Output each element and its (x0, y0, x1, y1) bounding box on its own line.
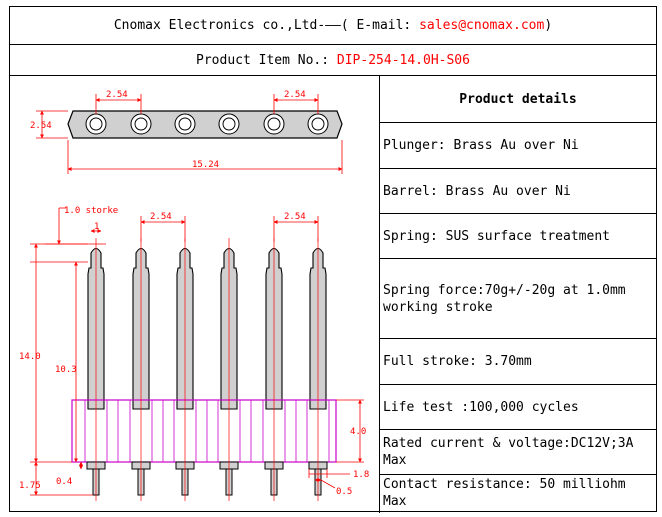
stroke-label: 1.0 storke (64, 206, 118, 216)
top-pitch-left: 2.54 (106, 90, 128, 100)
tail-diameter: 0.5 (336, 487, 352, 497)
total-height: 14.0 (19, 352, 41, 362)
spec-spring: Spring: SUS surface treatment (383, 228, 610, 244)
spec-row-contact-resistance: Contact resistance: 50 milliohm Max (380, 475, 656, 511)
spec-full-stroke: Full stroke: 3.70mm (383, 354, 532, 369)
spec-sheet: Cnomax Electronics co.,Ltd-——( E-mail: s… (9, 6, 657, 513)
product-item-row: Product Item No.: DIP-254-14.0H-S06 (10, 45, 656, 76)
side-pitch-left: 2.54 (150, 212, 172, 222)
hole (174, 113, 196, 135)
spec-row-spring-force: Spring force:70g+/-20g at 1.0mm working … (380, 259, 656, 339)
hole (130, 113, 152, 135)
body-height: 10.3 (55, 365, 77, 375)
product-item-value: DIP-254-14.0H-S06 (336, 53, 470, 68)
top-view: 2.54 2.54 2.54 15.24 (30, 90, 343, 174)
tail-length: 1.75 (19, 481, 41, 491)
spec-row-rated-current: Rated current & voltage:DC12V;3A Max (380, 430, 656, 475)
flange-width: 1.8 (353, 470, 369, 480)
hole (307, 113, 329, 135)
close-paren: ) (544, 18, 553, 33)
top-height: 2.54 (30, 121, 52, 131)
spec-row-barrel: Barrel: Brass Au over Ni (380, 169, 656, 214)
top-length: 15.24 (192, 160, 219, 170)
hole (85, 113, 107, 135)
spec-spring-force: Spring force:70g+/-20g at 1.0mm working … (383, 282, 626, 315)
spec-barrel: Barrel: Brass Au over Ni (383, 183, 571, 199)
spec-rated-current: Rated current & voltage:DC12V;3A Max (383, 436, 634, 468)
top-pitch-right: 2.54 (284, 90, 306, 100)
company-header: Cnomax Electronics co.,Ltd-——( E-mail: s… (10, 7, 656, 45)
spec-life-test: Life test :100,000 cycles (383, 399, 579, 415)
side-pitch-right: 2.54 (284, 212, 306, 222)
spec-row-plunger: Plunger: Brass Au over Ni (380, 123, 656, 169)
spec-contact-resistance: Contact resistance: 50 milliohm Max (383, 477, 626, 509)
product-details-panel: Product details Plunger: Brass Au over N… (380, 76, 656, 511)
top-view-holes (85, 113, 329, 135)
email-link[interactable]: sales@cnomax.com (419, 18, 545, 33)
spec-row-full-stroke: Full stroke: 3.70mm (380, 339, 656, 385)
plastic-housing (71, 399, 337, 463)
pin-flanges (86, 461, 328, 470)
company-name: Cnomax Electronics co.,Ltd-——( E-mail: (113, 18, 420, 33)
product-details-title: Product details (380, 76, 656, 123)
technical-drawing: 2.54 2.54 2.54 15.24 (10, 76, 380, 513)
side-view: 1.0 storke 1 2.54 2.54 14.0 10.3 4.0 1.7… (19, 206, 369, 501)
housing-height: 4.0 (350, 427, 366, 437)
drawing-canvas: 2.54 2.54 2.54 15.24 (19, 90, 369, 501)
product-item-label: Product Item No.: (196, 53, 337, 68)
plunger-width: 1 (94, 222, 99, 232)
spec-row-life-test: Life test :100,000 cycles (380, 385, 656, 430)
spec-row-spring: Spring: SUS surface treatment (380, 214, 656, 259)
spec-plunger: Plunger: Brass Au over Ni (383, 138, 579, 153)
hole (218, 113, 240, 135)
hole (263, 113, 285, 135)
tail-offset: 0.4 (56, 477, 72, 487)
